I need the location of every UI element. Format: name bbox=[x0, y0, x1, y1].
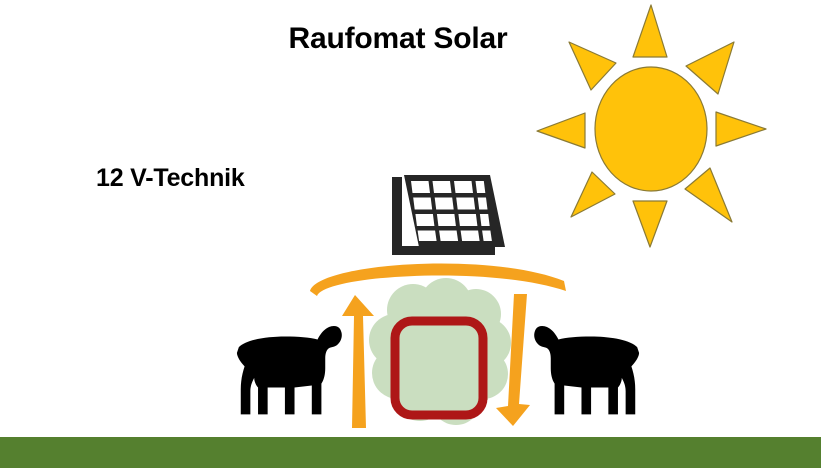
solar-panel-graphic bbox=[378, 163, 514, 265]
sun-ray-sw-icon bbox=[570, 171, 616, 218]
arrow-up-icon bbox=[342, 295, 374, 428]
page-title: Raufomat Solar bbox=[288, 22, 508, 55]
feeder-ring-icon bbox=[390, 316, 488, 420]
sun-ray-s-icon bbox=[632, 200, 668, 248]
hay-bale-icon bbox=[369, 278, 511, 425]
sun-ray-w-icon bbox=[536, 112, 586, 149]
barn-scene-graphic bbox=[228, 248, 648, 438]
sun-graphic bbox=[520, 0, 770, 250]
horse-right-icon bbox=[534, 326, 640, 415]
footer-green-bar bbox=[0, 437, 821, 468]
sun-ray-e-icon bbox=[715, 111, 767, 147]
panel-support-bracket-icon bbox=[392, 177, 495, 255]
subtitle-label: 12 V-Technik bbox=[96, 164, 245, 192]
sun-disc-icon bbox=[594, 66, 708, 192]
sun-ray-se-icon bbox=[684, 167, 733, 223]
sun-ray-n-icon bbox=[632, 4, 668, 58]
sun-ray-ne-icon bbox=[685, 41, 735, 95]
panel-body-icon bbox=[404, 175, 505, 247]
sun-ray-nw-icon bbox=[568, 41, 617, 91]
canopy-arc-icon bbox=[310, 263, 566, 296]
sun-rays-group bbox=[536, 4, 767, 248]
arrow-down-icon bbox=[496, 294, 530, 426]
horse-left-icon bbox=[236, 326, 342, 415]
